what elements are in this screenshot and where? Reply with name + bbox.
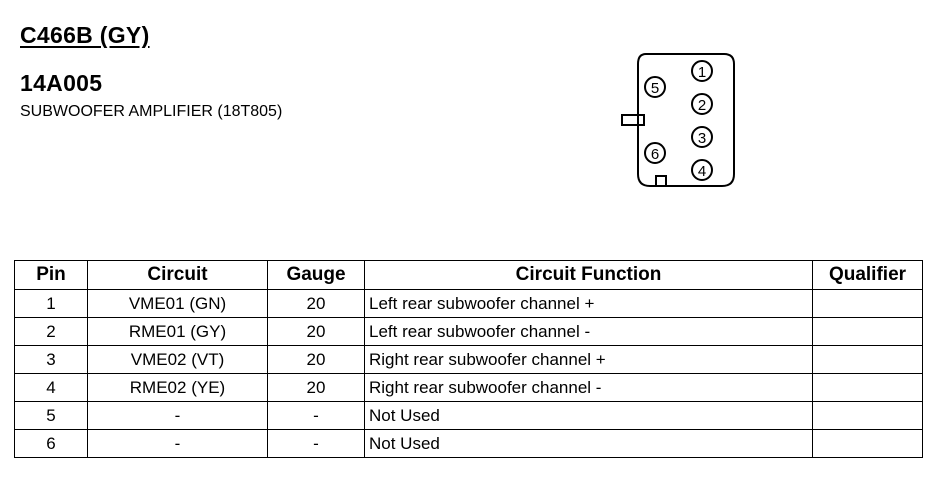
table-header-row: Pin Circuit Gauge Circuit Function Quali…: [14, 260, 923, 290]
pin-cell: 2: [14, 317, 88, 346]
table-row: 4 RME02 (YE) 20 Right rear subwoofer cha…: [14, 373, 923, 402]
qualifier-cell: [812, 345, 923, 374]
circuit-cell: -: [87, 429, 268, 458]
pin-table: Pin Circuit Gauge Circuit Function Quali…: [14, 260, 923, 458]
locking-tab: [621, 114, 645, 126]
pin-cell: 6: [14, 429, 88, 458]
pin-2-marker: 2: [691, 93, 713, 115]
circuit-cell: RME01 (GY): [87, 317, 268, 346]
header-function: Circuit Function: [364, 260, 813, 290]
pin-1-marker: 1: [691, 60, 713, 82]
pin-6-label: 6: [651, 146, 659, 163]
connector-face-diagram: 1 2 3 4 5 6: [621, 53, 735, 187]
qualifier-cell: [812, 429, 923, 458]
table-row: 1 VME01 (GN) 20 Left rear subwoofer chan…: [14, 289, 923, 318]
pin-5-label: 5: [651, 80, 659, 97]
pin-4-label: 4: [698, 163, 706, 180]
table-row: 3 VME02 (VT) 20 Right rear subwoofer cha…: [14, 345, 923, 374]
function-cell: Not Used: [364, 429, 813, 458]
polarizing-notch: [655, 175, 667, 186]
pin-2-label: 2: [698, 97, 706, 114]
table-row: 5 - - Not Used: [14, 401, 923, 430]
connector-body: [637, 53, 735, 187]
circuit-cell: VME01 (GN): [87, 289, 268, 318]
pin-5-marker: 5: [644, 76, 666, 98]
function-cell: Right rear subwoofer channel +: [364, 345, 813, 374]
function-cell: Left rear subwoofer channel -: [364, 317, 813, 346]
pin-3-label: 3: [698, 130, 706, 147]
gauge-cell: 20: [267, 345, 365, 374]
qualifier-cell: [812, 373, 923, 402]
function-cell: Not Used: [364, 401, 813, 430]
pin-6-marker: 6: [644, 142, 666, 164]
pin-cell: 4: [14, 373, 88, 402]
pin-3-marker: 3: [691, 126, 713, 148]
pin-cell: 1: [14, 289, 88, 318]
pin-4-marker: 4: [691, 159, 713, 181]
part-number: 14A005: [20, 70, 103, 96]
circuit-cell: VME02 (VT): [87, 345, 268, 374]
gauge-cell: -: [267, 429, 365, 458]
gauge-cell: 20: [267, 289, 365, 318]
gauge-cell: 20: [267, 373, 365, 402]
component-name: SUBWOOFER AMPLIFIER (18T805): [20, 103, 283, 120]
gauge-cell: -: [267, 401, 365, 430]
header-pin: Pin: [14, 260, 88, 290]
function-cell: Left rear subwoofer channel +: [364, 289, 813, 318]
table-row: 6 - - Not Used: [14, 429, 923, 458]
function-cell: Right rear subwoofer channel -: [364, 373, 813, 402]
qualifier-cell: [812, 289, 923, 318]
qualifier-cell: [812, 401, 923, 430]
header-qualifier: Qualifier: [812, 260, 923, 290]
pin-1-label: 1: [698, 64, 706, 81]
qualifier-cell: [812, 317, 923, 346]
pin-cell: 5: [14, 401, 88, 430]
pin-cell: 3: [14, 345, 88, 374]
circuit-cell: -: [87, 401, 268, 430]
header-circuit: Circuit: [87, 260, 268, 290]
header-gauge: Gauge: [267, 260, 365, 290]
table-row: 2 RME01 (GY) 20 Left rear subwoofer chan…: [14, 317, 923, 346]
gauge-cell: 20: [267, 317, 365, 346]
connector-id: C466B (GY): [20, 22, 150, 48]
circuit-cell: RME02 (YE): [87, 373, 268, 402]
